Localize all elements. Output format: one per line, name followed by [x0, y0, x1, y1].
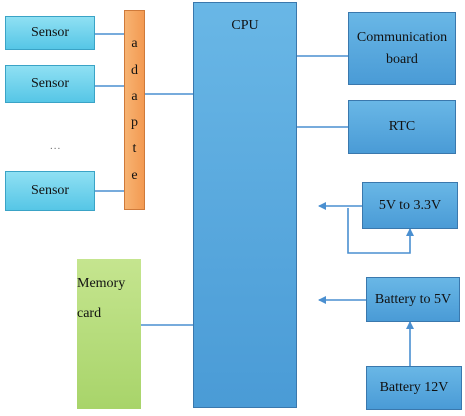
adapter-letter: p	[131, 115, 138, 131]
communication-board-label-line-2: board	[386, 51, 418, 67]
sensor-block-3: Sensor	[5, 171, 95, 211]
sensor-1-label: Sensor	[30, 25, 70, 41]
converter-5v-to-3v3-block: 5V to 3.3V	[362, 182, 458, 229]
memory-card-label-line-1: Memory	[77, 276, 126, 291]
converter-feedback-loop	[347, 208, 414, 254]
memory-card-block: Memory card	[77, 259, 141, 409]
adapter-block: a d a p t e	[124, 10, 145, 210]
ellipsis: ...	[50, 140, 62, 152]
adapter-letter: a	[131, 88, 138, 104]
battery-to-5v-label: Battery to 5V	[374, 291, 452, 307]
communication-board-label-line-1: Communication	[356, 29, 448, 45]
adapter-letter: d	[131, 62, 138, 78]
battery-to-5v-block: Battery to 5V	[366, 277, 460, 322]
battery-12v-block: Battery 12V	[366, 366, 462, 410]
cpu-block: CPU	[193, 2, 297, 408]
adapter-letter: t	[132, 141, 137, 157]
sensor-block-2: Sensor	[5, 65, 95, 103]
memory-card-label-line-2: card	[77, 305, 102, 321]
rtc-label: RTC	[388, 119, 416, 135]
adapter-letter: a	[131, 36, 138, 52]
sensor-block-1: Sensor	[5, 16, 95, 50]
battery-12v-label: Battery 12V	[379, 380, 449, 396]
communication-board-block: Communication board	[348, 12, 456, 85]
adapter-letter: e	[131, 167, 138, 183]
sensor-2-label: Sensor	[30, 76, 70, 92]
converter-5v-to-3v3-label: 5V to 3.3V	[378, 197, 442, 213]
sensor-3-label: Sensor	[30, 183, 70, 199]
rtc-block: RTC	[348, 100, 456, 154]
cpu-label: CPU	[231, 18, 259, 33]
